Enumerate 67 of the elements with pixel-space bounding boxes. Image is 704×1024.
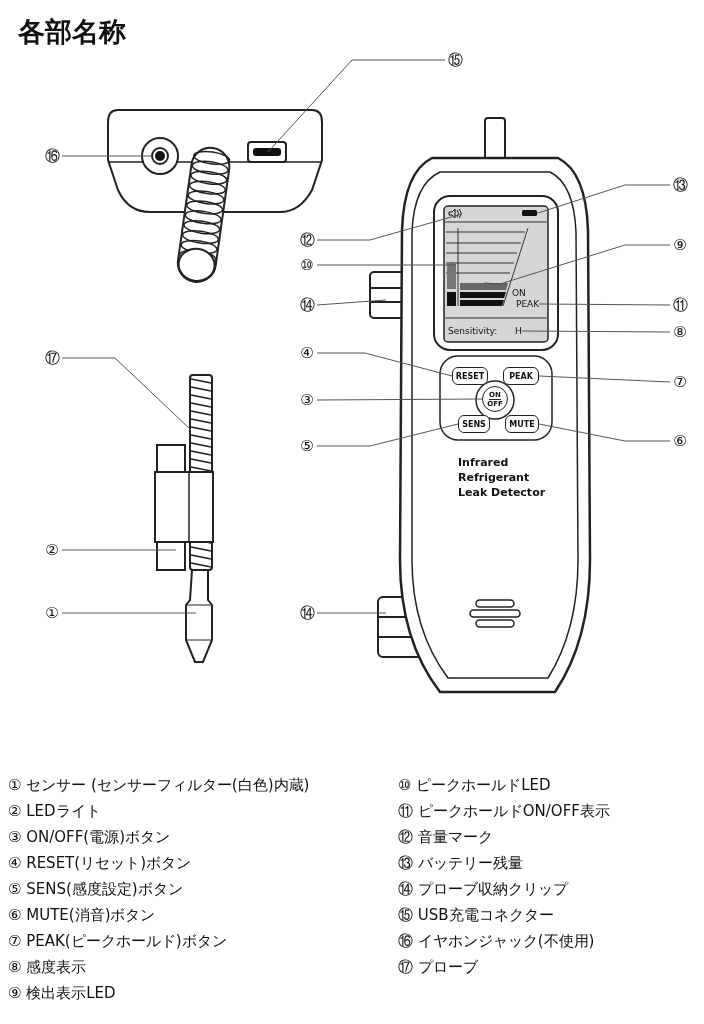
callout-number: ④: [297, 343, 317, 363]
callout-number: ⑭: [297, 603, 317, 623]
device-button: MUTE: [505, 415, 539, 433]
device-button: RESET: [452, 367, 488, 385]
screen-text: ON: [512, 288, 526, 298]
callout-number: ⑨: [670, 235, 690, 255]
part-list-item: ② LEDライト: [8, 802, 101, 820]
screen-text: H: [515, 326, 522, 336]
part-list-item: ⑤ SENS(感度設定)ボタン: [8, 880, 183, 898]
part-list-item: ⑦ PEAK(ピークホールド)ボタン: [8, 932, 227, 950]
part-list-item: ⑪ ピークホールドON/OFF表示: [398, 802, 610, 820]
callout-number: ⑮: [445, 50, 465, 70]
leader-line: [316, 398, 483, 401]
leader-line: [267, 59, 446, 153]
leader-line: [316, 213, 463, 241]
leader-line: [61, 549, 177, 551]
product-name-text: Infrared Refrigerant Leak Detector: [458, 455, 546, 500]
leader-line: [538, 303, 671, 306]
leader-line: [521, 330, 671, 333]
callout-number: ⑫: [297, 230, 317, 250]
part-list-item: ④ RESET(リセット)ボタン: [8, 854, 191, 872]
leader-line: [61, 155, 153, 157]
part-list-item: ⑧ 感度表示: [8, 958, 87, 976]
part-list-item: ⑨ 検出表示LED: [8, 984, 116, 1002]
part-list-item: ⑫ 音量マーク: [398, 828, 493, 846]
detection-bar: [460, 283, 508, 290]
callout-number: ⑦: [670, 372, 690, 392]
page-title: 各部名称: [18, 15, 126, 49]
callout-number: ②: [42, 540, 62, 560]
part-list-item: ⑰ プローブ: [398, 958, 478, 976]
leader-line: [316, 612, 387, 614]
callout-number: ①: [42, 603, 62, 623]
leader-line: [483, 244, 671, 285]
part-list-item: ⑯ イヤホンジャック(不使用): [398, 932, 595, 950]
leader-line: [538, 423, 671, 442]
callout-number: ⑭: [297, 295, 317, 315]
leader-line: [61, 612, 197, 614]
leader-line: [316, 261, 456, 266]
leader-line: [536, 184, 671, 214]
leader-line: [538, 375, 671, 383]
callout-number: ⑯: [42, 146, 62, 166]
part-list-item: ⑬ バッテリー残量: [398, 854, 523, 872]
peak-led: [447, 262, 456, 289]
callout-number: ③: [297, 390, 317, 410]
callout-number: ⑰: [42, 348, 62, 368]
leader-line: [61, 357, 192, 431]
part-list-item: ① センサー (センサーフィルター(白色)内蔵): [8, 776, 310, 794]
battery-icon: [522, 210, 537, 216]
callout-number: ⑬: [670, 175, 690, 195]
part-list-item: ⑥ MUTE(消音)ボタン: [8, 906, 156, 924]
speaker-icon: [448, 208, 462, 219]
part-list-item: ⑭ プローブ収納クリップ: [398, 880, 568, 898]
leader-line: [316, 299, 387, 306]
device-button: PEAK: [503, 367, 539, 385]
part-list-item: ⑮ USB充電コネクター: [398, 906, 554, 924]
callout-number: ⑩: [297, 255, 317, 275]
callout-number: ⑤: [297, 436, 317, 456]
part-list-item: ③ ON/OFF(電源)ボタン: [8, 828, 171, 846]
callout-number: ⑥: [670, 431, 690, 451]
callout-number: ⑧: [670, 322, 690, 342]
device-button: SENS: [458, 415, 490, 433]
callout-number: ⑪: [670, 295, 690, 315]
part-list-item: ⑩ ピークホールドLED: [398, 776, 551, 794]
leader-line: [316, 423, 459, 447]
screen-text: Sensitivity:: [448, 326, 498, 336]
leader-line: [316, 352, 453, 377]
screen-text: PEAK: [516, 299, 540, 309]
